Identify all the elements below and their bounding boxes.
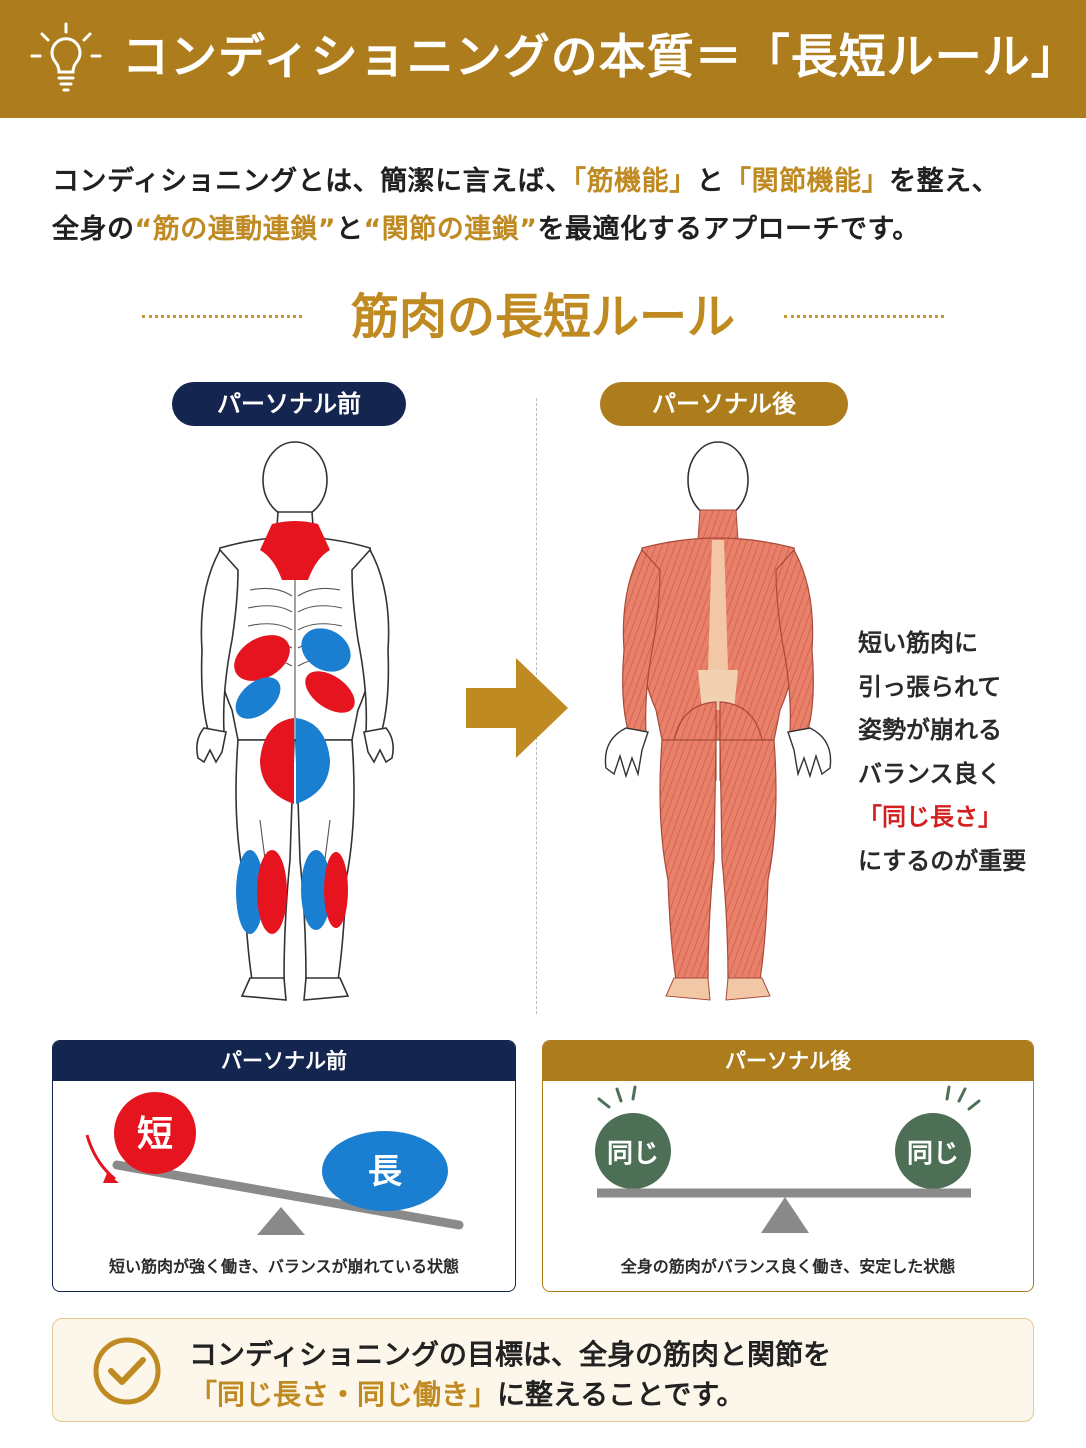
- intro-line-1: コンディショニングとは、簡潔に言えば、「筋機能」と「関節機能」を整え、: [52, 158, 1052, 206]
- side-highlight: 「同じ長さ」: [858, 803, 1002, 831]
- before-label: パーソナル前: [172, 382, 406, 426]
- same-left-label: 同じ: [607, 1139, 659, 1169]
- before-body-figure: [196, 441, 394, 1001]
- after-label: パーソナル後: [600, 382, 848, 426]
- same-right-label: 同じ: [907, 1139, 959, 1169]
- highlight-joint-function: 「関節機能」: [724, 166, 890, 197]
- before-panel: パーソナル前 短 長 短い筋肉が強く働き、バランスが崩れている状態: [52, 1040, 516, 1292]
- intro-text: コンディショニングとは、簡潔に言えば、「筋機能」と「関節機能」を整え、 全身の“…: [52, 158, 1052, 254]
- before-panel-title: パーソナル前: [53, 1041, 515, 1081]
- side-line: 短い筋肉に: [858, 629, 978, 657]
- right-glute-blue: [296, 718, 330, 804]
- section-title-text: 筋肉の長短ルール: [350, 289, 735, 345]
- intro-line-2: 全身の“筋の連動連鎖”と“関節の連鎖”を最適化するアプローチです。: [52, 206, 1052, 254]
- after-panel-caption: 全身の筋肉がバランス良く働き、安定した状態: [620, 1257, 956, 1276]
- intro-text-part: と: [336, 214, 364, 245]
- intro-text-part: コンディショニングとは、簡潔に言えば、: [52, 166, 573, 197]
- long-label: 長: [368, 1152, 403, 1192]
- check-circle-icon: [93, 1337, 161, 1405]
- dotted-line-right: [784, 315, 944, 318]
- same-right-circle: [895, 1113, 971, 1189]
- seesaw-fulcrum: [761, 1197, 809, 1233]
- lightbulb-icon: [30, 22, 102, 92]
- after-body-figure: [604, 441, 832, 1001]
- page-title: コンディショニングの本質＝「長短ルール」: [122, 30, 1079, 85]
- goal-box: コンディショニングの目標は、全身の筋肉と関節を 「同じ長さ・同じ働き」に整えるこ…: [52, 1318, 1034, 1422]
- goal-highlight: 「同じ長さ・同じ働き」: [189, 1378, 498, 1411]
- left-lat-red: [234, 635, 290, 681]
- tilt-arrow-head: [103, 1173, 119, 1183]
- highlight-joint-chain: “関節の連鎖”: [363, 214, 538, 245]
- right-calf-outer-red: [324, 852, 348, 928]
- left-calf-inner-red: [257, 850, 287, 934]
- side-line: バランス良く: [858, 759, 1002, 788]
- intro-text-part: を最適化するアプローチです。: [537, 214, 920, 245]
- seesaw-beam: [112, 1160, 464, 1230]
- intro-text-part: 全身の: [52, 214, 135, 245]
- left-glute-red: [260, 718, 294, 804]
- left-calf-outer-blue: [236, 850, 264, 934]
- tilt-arrow: [85, 1134, 116, 1181]
- side-line: 姿勢が崩れる: [858, 716, 1002, 744]
- right-lat-blue: [301, 628, 351, 672]
- goal-line-1: コンディショニングの目標は、全身の筋肉と関節を: [189, 1338, 832, 1371]
- header-banner: コンディショニングの本質＝「長短ルール」: [0, 0, 1086, 118]
- section-title: 筋肉の長短ルール: [0, 282, 1086, 352]
- highlight-muscle-function: 「筋機能」: [572, 166, 697, 197]
- sparkle-right-icon: [945, 1085, 981, 1111]
- sparkle-left-icon: [597, 1085, 637, 1109]
- short-circle: [114, 1092, 196, 1174]
- side-line: にするのが重要: [858, 846, 1027, 875]
- goal-line-2: 「同じ長さ・同じ働き」に整えることです。: [189, 1373, 745, 1413]
- long-ellipse: [322, 1131, 448, 1211]
- goal-line-2-rest: に整えることです。: [497, 1378, 745, 1411]
- balanced-seesaw: 同じ 同じ: [595, 1085, 981, 1233]
- left-oblique-blue: [235, 677, 281, 719]
- same-left-circle: [595, 1113, 671, 1189]
- intro-text-part: を整え、: [889, 166, 1000, 197]
- intro-text-part: と: [696, 166, 725, 197]
- right-oblique-red: [305, 671, 355, 713]
- seesaw-fulcrum: [257, 1207, 305, 1235]
- side-line: 引っ張られて: [858, 672, 1002, 701]
- highlight-muscle-chain: “筋の連動連鎖”: [134, 214, 336, 245]
- imbalanced-seesaw: 短 長: [85, 1092, 464, 1235]
- dotted-line-left: [142, 315, 302, 318]
- after-panel: パーソナル後 同じ 同じ 全身の筋肉がバランス良く働き、安定した状態: [542, 1040, 1034, 1292]
- arrow-right-icon: [466, 658, 568, 758]
- short-label: 短: [137, 1114, 173, 1155]
- before-panel-caption: 短い筋肉が強く働き、バランスが崩れている状態: [108, 1257, 460, 1276]
- after-panel-title: パーソナル後: [543, 1041, 1033, 1081]
- trapezius-red: [260, 521, 330, 580]
- right-calf-inner-blue: [301, 850, 331, 930]
- side-explanation: 短い筋肉に 引っ張られて 姿勢が崩れる バランス良く 「同じ長さ」 にするのが重…: [858, 622, 1058, 883]
